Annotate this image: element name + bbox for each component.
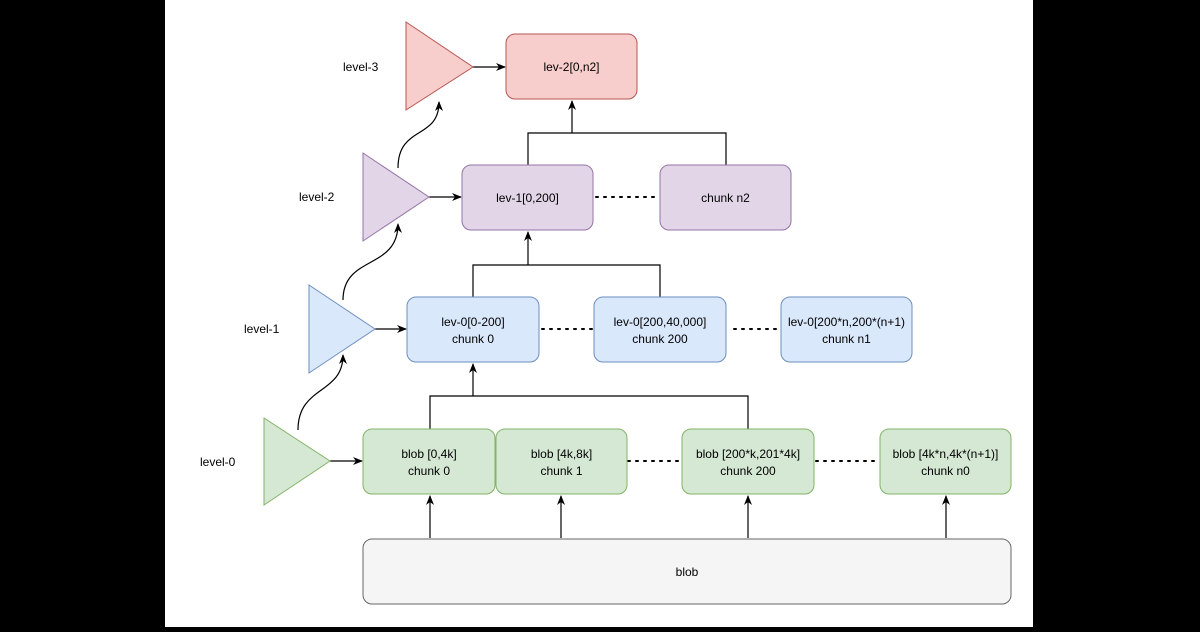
lev2-root-label: lev-2[0,n2] xyxy=(543,60,599,74)
blob-chunk-n-node xyxy=(879,428,1012,495)
lev0-mid-range: lev-0[200,40,000] xyxy=(614,315,707,329)
level-0-triangle xyxy=(263,417,331,506)
lev2-root-node xyxy=(505,33,638,100)
edge-lev0-join xyxy=(472,264,661,297)
edge-level1-to-level2 xyxy=(342,223,402,301)
level-2-label: level-2 xyxy=(299,190,335,204)
blob-chunk-0-range: blob [0,4k] xyxy=(401,447,456,461)
blob-chunk-1-range: blob [4k,8k] xyxy=(531,447,592,461)
blob-node xyxy=(362,538,1012,605)
lev0-first-range: lev-0[0-200] xyxy=(441,315,504,329)
blob-chunk-n-label: chunk n0 xyxy=(921,464,970,478)
blob-chunk-1-label: chunk 1 xyxy=(540,464,582,478)
lev0-last-range: lev-0[200*n,200*(n+1) xyxy=(788,315,905,329)
lev0-mid-node xyxy=(593,296,727,363)
blob-chunk-n-range: blob [4k*n,4k*(n+1)] xyxy=(893,447,999,461)
blob-chunk-1-node xyxy=(495,428,628,495)
blob-label: blob xyxy=(676,565,699,579)
lev1-first-node xyxy=(461,164,594,231)
lev1-first-label: lev-1[0,200] xyxy=(496,191,559,205)
edges xyxy=(297,63,950,538)
level-1-triangle xyxy=(308,284,376,374)
level-2-triangle xyxy=(362,152,430,242)
blob-chunk-0-node xyxy=(362,428,496,495)
edge-level2-to-level3 xyxy=(397,101,443,169)
level-3-label: level-3 xyxy=(343,60,379,74)
level-1-label: level-1 xyxy=(244,322,280,336)
edge-lev1-join xyxy=(527,132,727,165)
lev1-last-label: chunk n2 xyxy=(701,191,750,205)
blob-chunk-200-node xyxy=(681,428,815,495)
edge-blobchunks-join xyxy=(429,395,749,429)
level-3-triangle xyxy=(405,21,474,111)
lev0-last-chunk: chunk n1 xyxy=(822,332,871,346)
dotted-connectors xyxy=(541,196,879,462)
blob-chunk-200-label: chunk 200 xyxy=(720,464,776,478)
blob-chunk-0-label: chunk 0 xyxy=(408,464,450,478)
lev0-mid-chunk: chunk 200 xyxy=(632,332,688,346)
lev0-first-chunk: chunk 0 xyxy=(452,332,494,346)
edge-level0-to-level1 xyxy=(297,354,347,431)
lev0-last-node xyxy=(780,296,913,363)
level-0-label: level-0 xyxy=(200,455,236,469)
blob-chunk-200-range: blob [200*k,201*4k] xyxy=(696,447,800,461)
lev0-first-node xyxy=(406,296,540,363)
lev1-last-node xyxy=(659,164,792,231)
